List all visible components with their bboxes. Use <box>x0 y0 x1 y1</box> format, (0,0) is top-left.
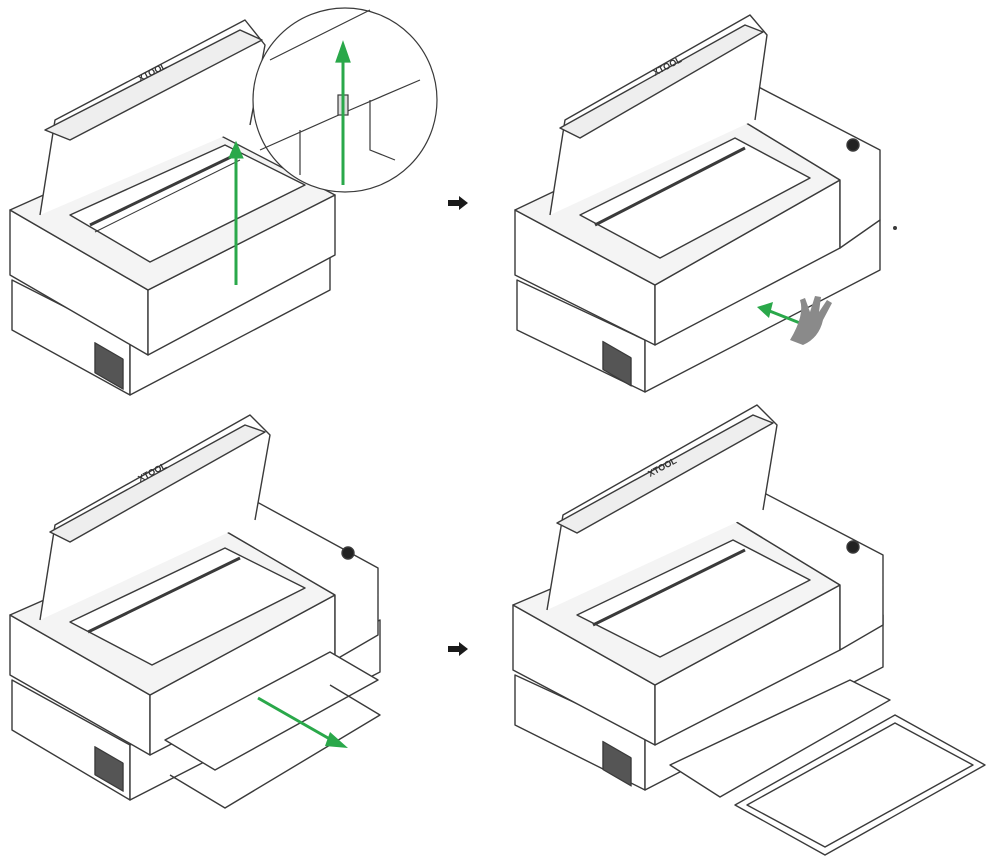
vent-grille <box>94 746 124 792</box>
screw-icon <box>893 226 897 230</box>
step-3-panel: XTOOL <box>9 414 381 809</box>
step-1-panel: XTOOL <box>9 7 438 396</box>
green-arrow-icon <box>335 40 351 63</box>
removed-tray <box>734 714 986 856</box>
machine-body <box>514 14 881 393</box>
right-arrow-icon <box>448 196 468 210</box>
green-arrow-icon <box>228 140 244 285</box>
green-arrow-icon <box>257 696 348 748</box>
machine-body <box>9 414 381 809</box>
tray <box>164 651 379 771</box>
step-2-panel: XTOOL <box>514 14 897 393</box>
hand-icon <box>790 296 832 345</box>
vent-grille <box>94 342 124 390</box>
machine-body <box>9 19 336 396</box>
machine-body <box>512 404 986 856</box>
right-arrow-icon <box>448 642 468 656</box>
vent-grille <box>602 340 632 387</box>
magnifier-callout <box>252 7 438 193</box>
vent-grille <box>602 740 632 787</box>
step-4-panel: XTOOL <box>512 404 986 856</box>
